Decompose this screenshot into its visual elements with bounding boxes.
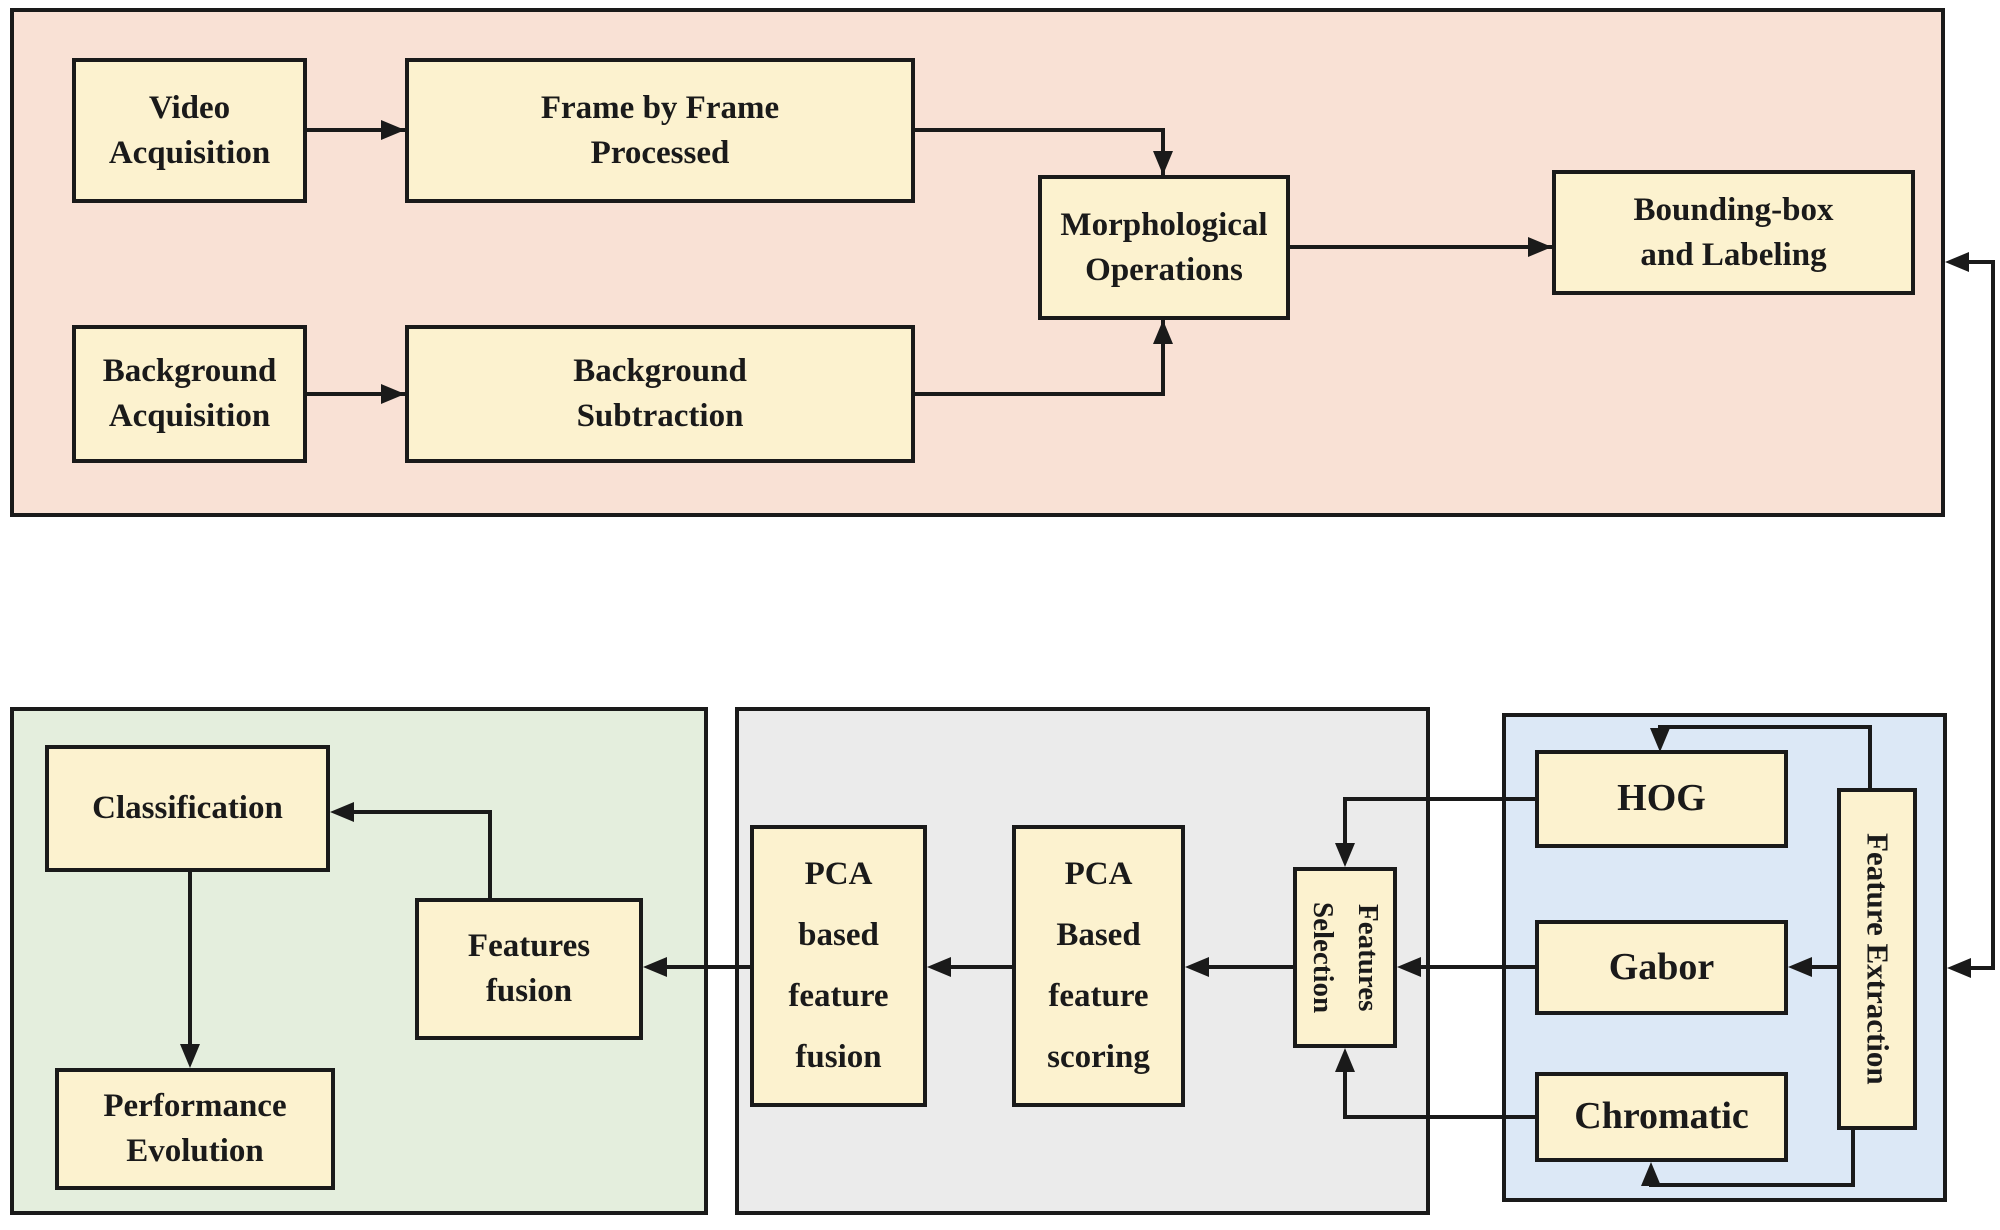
arrowhead-left-icon <box>643 957 667 977</box>
arrowhead-left-icon <box>927 957 951 977</box>
node-classification-label: Classification <box>92 790 283 827</box>
node-features-selection: Features Selection <box>1293 867 1397 1048</box>
arrowhead-up-icon <box>1641 1162 1661 1186</box>
node-video-acquisition: Video Acquisition <box>72 58 307 203</box>
node-feature-extraction: Feature Extraction <box>1837 788 1917 1130</box>
node-morphological-operations-label: Morphological Operations <box>1060 206 1268 288</box>
arrowhead-down-icon <box>180 1044 200 1068</box>
node-background-subtraction: Background Subtraction <box>405 325 915 463</box>
arrowhead-right-icon <box>381 120 405 140</box>
arrowhead-left-icon <box>1947 958 1971 978</box>
node-hog: HOG <box>1535 750 1788 848</box>
arrowhead-right-icon <box>1528 237 1552 257</box>
node-video-acquisition-label: Video Acquisition <box>108 89 271 171</box>
arrowhead-left-icon <box>1945 252 1969 272</box>
arrowhead-left-icon <box>1397 957 1421 977</box>
node-bounding-box-labeling: Bounding-box and Labeling <box>1552 170 1915 295</box>
node-pca-based-feature-scoring: PCA Based feature scoring <box>1012 825 1185 1107</box>
node-features-fusion-label: Features fusion <box>467 928 591 1009</box>
node-background-acquisition-label: Background Acquisition <box>102 353 277 434</box>
node-gabor: Gabor <box>1535 920 1788 1015</box>
arrowhead-left-icon <box>1185 957 1209 977</box>
arrowhead-up-icon <box>1335 1048 1355 1072</box>
node-performance-evolution: Performance Evolution <box>55 1068 335 1190</box>
arrowhead-up-icon <box>1153 320 1173 344</box>
node-frame-by-frame-processed: Frame by Frame Processed <box>405 58 915 203</box>
node-chromatic-label: Chromatic <box>1574 1095 1749 1138</box>
node-performance-evolution-label: Performance Evolution <box>103 1088 287 1169</box>
node-classification: Classification <box>45 745 330 872</box>
node-pca-based-feature-scoring-label: PCA Based feature scoring <box>1047 855 1150 1076</box>
arrowhead-down-icon <box>1650 728 1670 752</box>
node-gabor-label: Gabor <box>1608 945 1715 988</box>
node-features-fusion: Features fusion <box>415 898 643 1040</box>
node-background-acquisition: Background Acquisition <box>72 325 307 463</box>
node-feature-extraction-label: Feature Extraction <box>1860 833 1896 1085</box>
node-hog-label: HOG <box>1617 777 1706 820</box>
node-frame-by-frame-processed-label: Frame by Frame Processed <box>540 89 780 171</box>
arrowhead-left-icon <box>1788 957 1812 977</box>
arrowhead-down-icon <box>1335 843 1355 867</box>
node-features-selection-label: Features Selection <box>1307 901 1384 1014</box>
node-bounding-box-labeling-label: Bounding-box and Labeling <box>1633 191 1834 273</box>
arrowhead-left-icon <box>330 802 354 822</box>
node-background-subtraction-label: Background Subtraction <box>573 353 747 434</box>
node-pca-based-feature-fusion: PCA based feature fusion <box>750 825 927 1107</box>
node-morphological-operations: Morphological Operations <box>1038 175 1290 320</box>
arrowhead-down-icon <box>1153 151 1173 175</box>
arrowhead-right-icon <box>381 384 405 404</box>
node-chromatic: Chromatic <box>1535 1072 1788 1162</box>
node-pca-based-feature-fusion-label: PCA based feature fusion <box>788 855 889 1076</box>
